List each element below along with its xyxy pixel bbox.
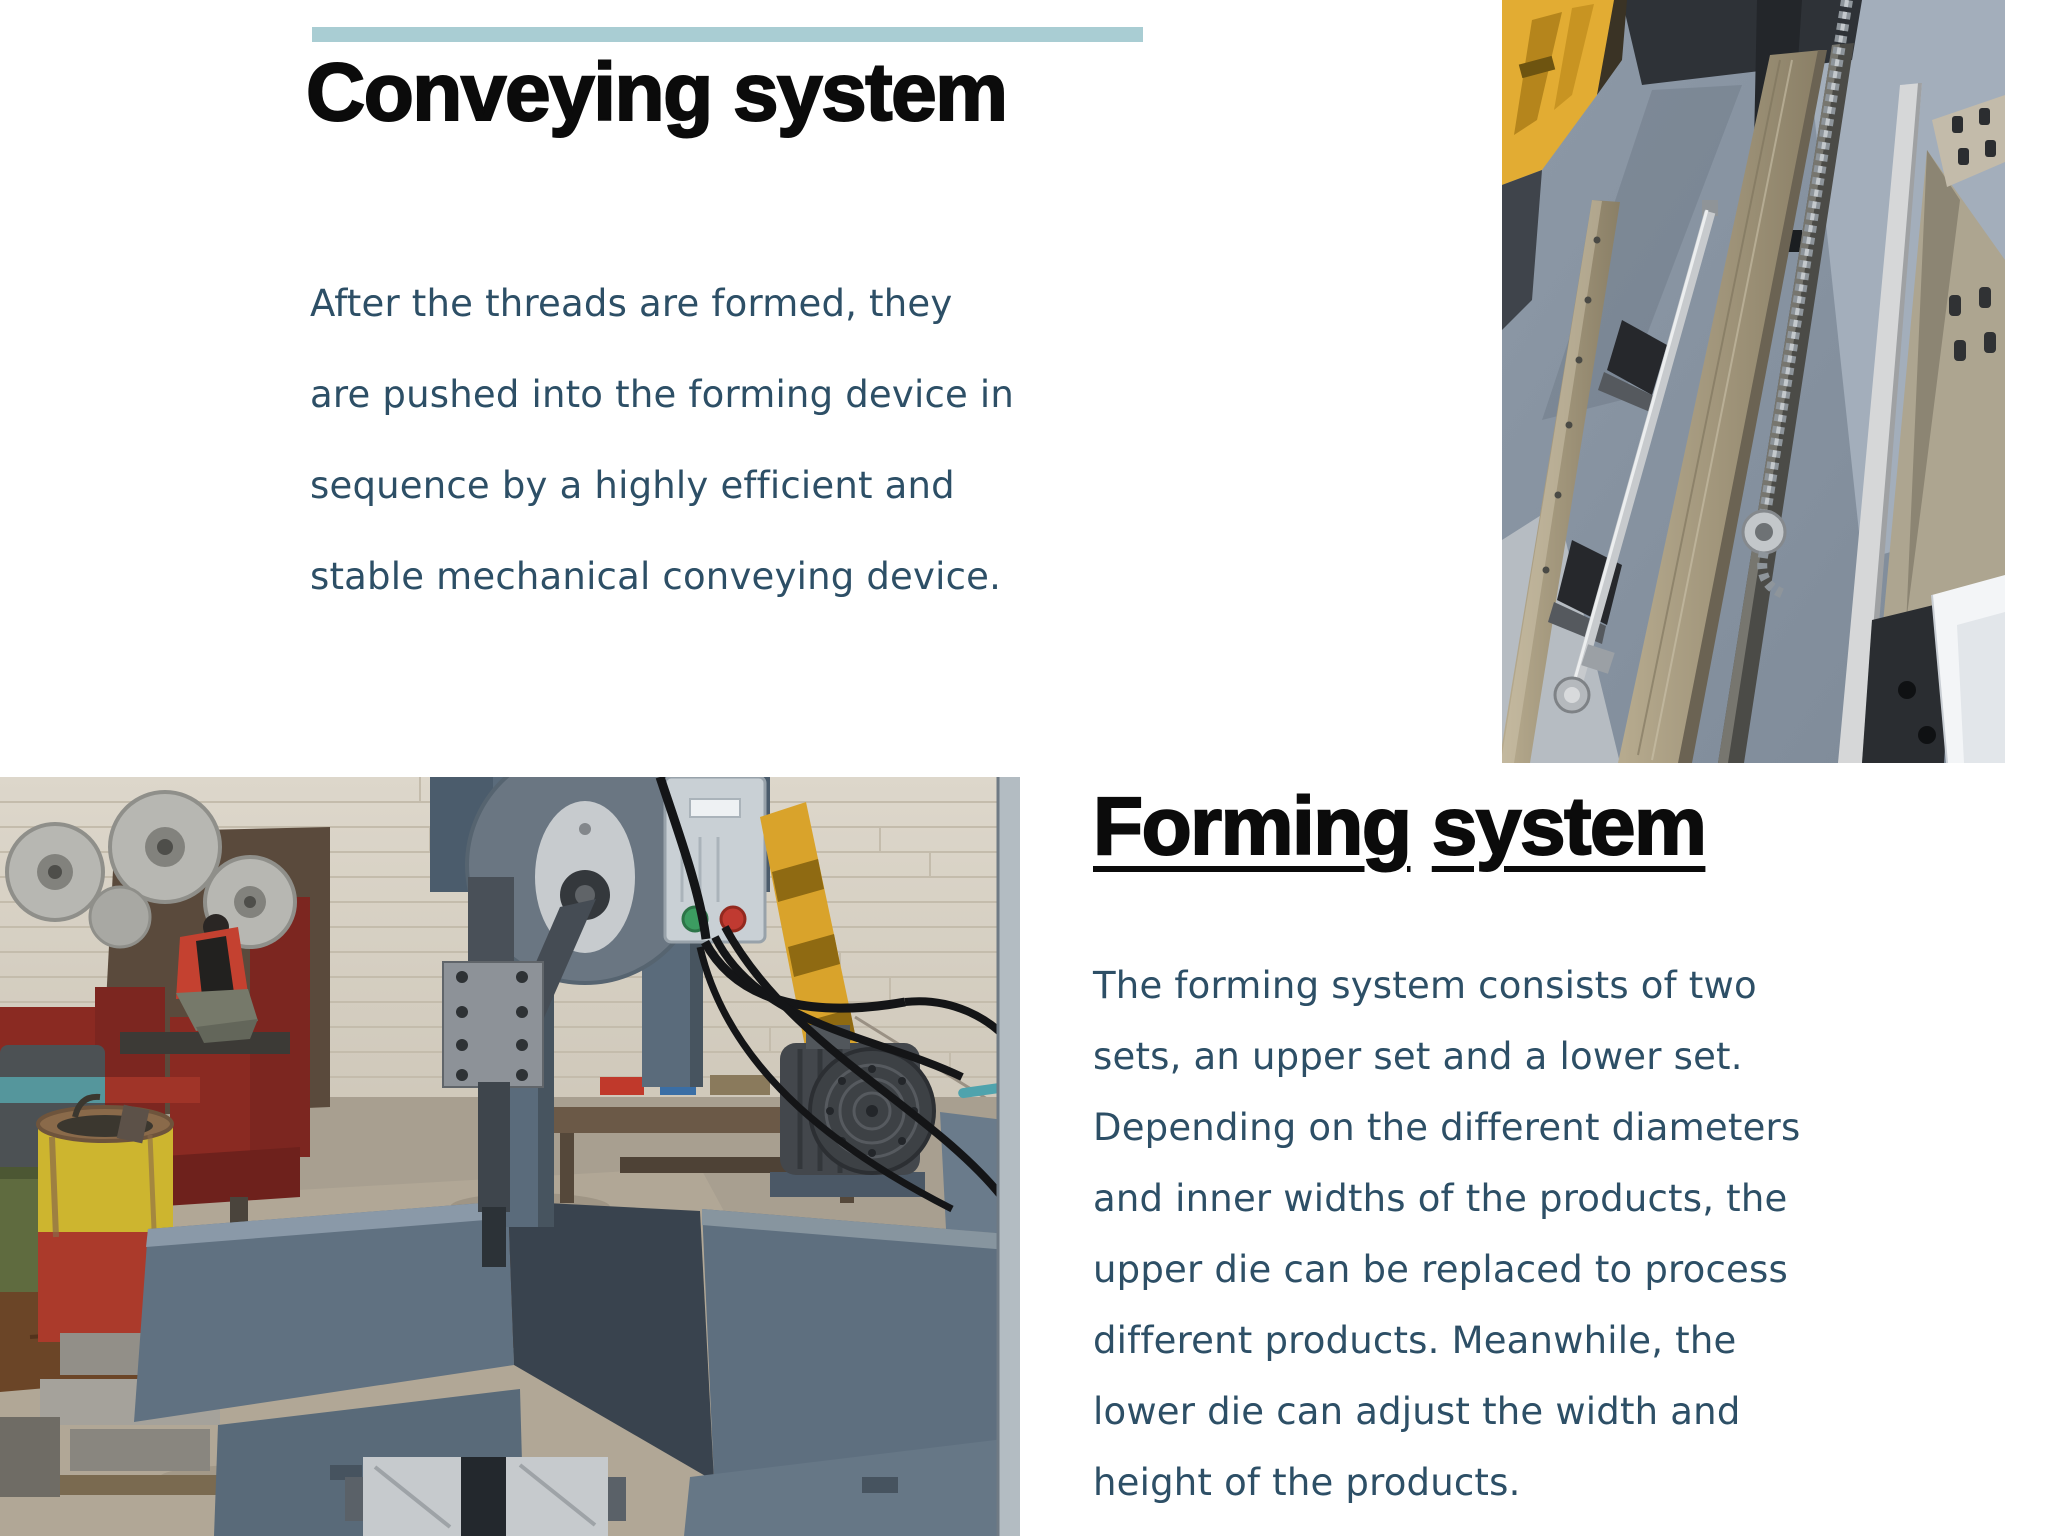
photo-right-edge <box>996 777 1020 1536</box>
paragraph-line: upper die can be replaced to process <box>1093 1248 1788 1291</box>
flat-bars <box>1618 43 1854 763</box>
yellow-machine-part <box>1502 0 1627 330</box>
paragraph-line: After the threads are formed, they <box>310 282 953 325</box>
forming-photo <box>0 777 1020 1536</box>
paragraph-line: sets, an upper set and a lower set. <box>1093 1035 1743 1078</box>
conveying-photo <box>1502 0 2005 763</box>
paragraph-line: Depending on the different diameters <box>1093 1106 1801 1149</box>
paragraph-line: different products. Meanwhile, the <box>1093 1319 1737 1362</box>
red-button <box>719 905 747 933</box>
conveying-title: Conveying system <box>305 46 1009 139</box>
paragraph-line: height of the products. <box>1093 1461 1521 1504</box>
linear-guide-rail <box>1502 200 1667 763</box>
forming-title-word-2: system <box>1431 780 1708 873</box>
conveying-paragraph: After the threads are formed, they are pu… <box>310 258 1014 622</box>
paragraph-line: and inner widths of the products, the <box>1093 1177 1788 1220</box>
worker-figure <box>176 914 258 1043</box>
forming-title: Forming system <box>1092 780 1708 874</box>
roller-chain <box>1741 0 1853 599</box>
paragraph-line: stable mechanical conveying device. <box>310 555 1002 598</box>
paragraph-line: lower die can adjust the width and <box>1093 1390 1741 1433</box>
ram-guide-block <box>442 961 544 1088</box>
paragraph-line: The forming system consists of two <box>1093 964 1757 1007</box>
forming-paragraph: The forming system consists of two sets, … <box>1093 950 1800 1518</box>
control-panel <box>663 777 767 944</box>
accent-bar <box>312 27 1143 42</box>
die-set <box>345 1457 626 1536</box>
paragraph-line: are pushed into the forming device in <box>310 373 1015 416</box>
steel-discs <box>5 790 297 949</box>
forming-title-word-1: Forming <box>1092 780 1413 873</box>
white-box <box>1931 575 2005 763</box>
forming-machine-body <box>134 777 1020 1536</box>
paragraph-line: sequence by a highly efficient and <box>310 464 955 507</box>
piston-rod <box>1553 200 1718 714</box>
